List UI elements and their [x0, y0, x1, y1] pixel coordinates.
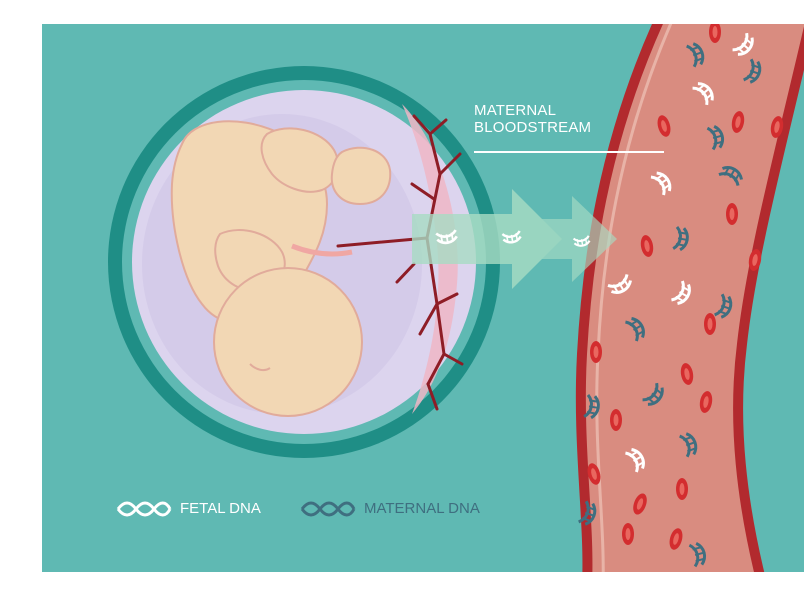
illustration — [42, 24, 804, 572]
bloodstream-label-rule — [474, 151, 664, 153]
dna-helix-white-icon — [116, 501, 172, 517]
diagram-panel: MATERNAL BLOODSTREAM FETAL DNA MATERNAL … — [42, 24, 804, 572]
dna-helix-blue-icon — [300, 501, 356, 517]
legend-maternal-dna: MATERNAL DNA — [300, 500, 480, 517]
legend-fetal-dna-label: FETAL DNA — [180, 500, 261, 517]
legend-maternal-dna-label: MATERNAL DNA — [364, 500, 480, 517]
maternal-bloodstream-label: MATERNAL BLOODSTREAM — [474, 102, 664, 136]
legend-fetal-dna: FETAL DNA — [116, 500, 261, 517]
